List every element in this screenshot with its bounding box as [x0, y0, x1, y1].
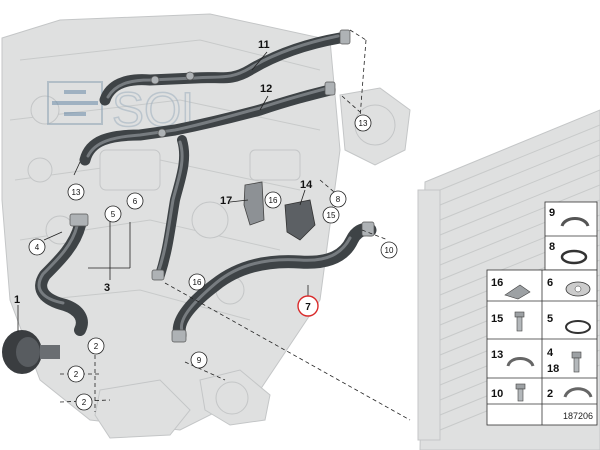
- hose-12: [79, 81, 336, 166]
- callout-3: 3: [104, 282, 110, 294]
- sensor-14: [284, 199, 316, 241]
- callout-16-lower: 16: [193, 278, 202, 287]
- hose-7: [171, 221, 377, 343]
- callout-11: 11: [258, 39, 270, 51]
- callout-4: 4: [35, 243, 40, 252]
- callout-15: 15: [327, 211, 336, 220]
- table-16: 16: [491, 277, 503, 289]
- callout-5: 5: [111, 210, 116, 219]
- water-pump: [94, 369, 271, 439]
- hose-vertical: [151, 135, 190, 281]
- callout-7: 7: [305, 302, 311, 313]
- hose-11: [99, 29, 351, 106]
- callout-2-c: 2: [82, 398, 87, 407]
- bracket-17: [243, 181, 265, 226]
- leader-lines: [17, 29, 411, 421]
- callout-12: 12: [260, 83, 272, 95]
- hose-3: [35, 213, 89, 336]
- pulley-1: [2, 330, 60, 374]
- callout-16-top: 16: [269, 196, 278, 205]
- table-5: 5: [547, 313, 553, 325]
- figure-number: 187206: [563, 411, 593, 421]
- callout-6-left: 6: [133, 197, 138, 206]
- table-10: 10: [491, 388, 503, 400]
- callout-10: 10: [385, 246, 394, 255]
- table-8: 8: [549, 241, 555, 253]
- thermostat-housing: [339, 87, 411, 166]
- table-4: 4: [547, 347, 554, 359]
- highlight-ring: [297, 295, 319, 317]
- table-13: 13: [491, 349, 503, 361]
- table-9: 9: [549, 207, 555, 219]
- callouts: 11 12 14 17 3 1 13 13 8 5 6 4 16 15 10 1…: [14, 39, 398, 411]
- table-2: 2: [547, 388, 553, 400]
- callout-9: 9: [197, 356, 202, 365]
- callout-1: 1: [14, 294, 20, 306]
- table-6: 6: [547, 277, 553, 289]
- parts-table: 9 8 16 6 15 5 13 4 18 10 2 187206: [486, 201, 598, 426]
- callout-13-top: 13: [359, 119, 368, 128]
- table-18: 18: [547, 363, 559, 375]
- table-15: 15: [491, 313, 503, 325]
- callout-17: 17: [220, 195, 232, 207]
- callout-2-b: 2: [74, 370, 79, 379]
- callout-2-a: 2: [94, 342, 99, 351]
- callout-14: 14: [300, 179, 313, 191]
- callout-8: 8: [336, 195, 341, 204]
- callout-13-left: 13: [72, 188, 81, 197]
